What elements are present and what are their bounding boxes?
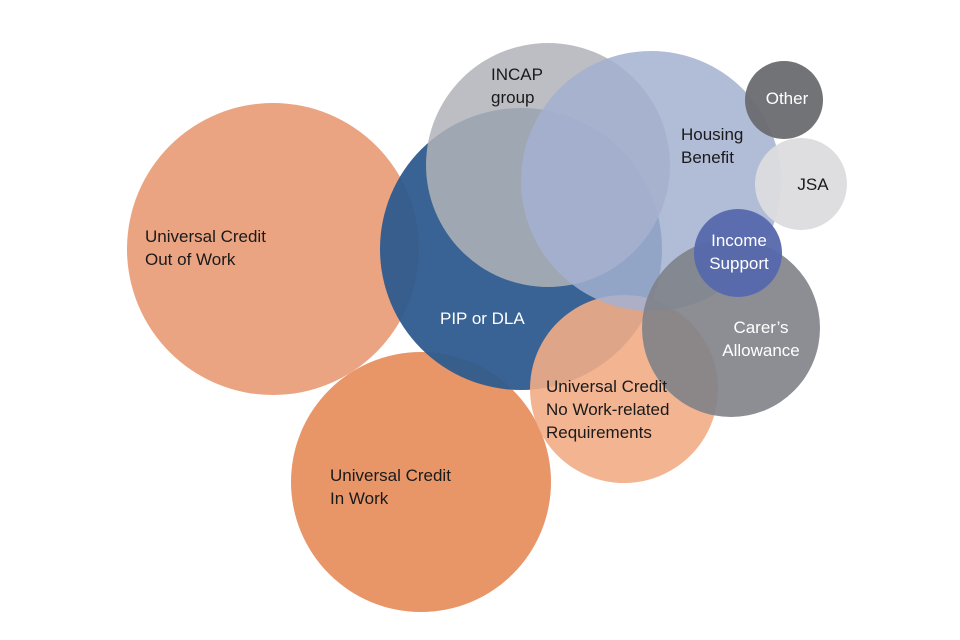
uc-in-work-label-line: In Work: [330, 489, 389, 508]
other-label-line: Other: [766, 89, 809, 108]
uc-out-of-work-label-line: Universal Credit: [145, 227, 266, 246]
carers-allowance-bubble: [642, 239, 820, 417]
uc-in-work-bubble: [291, 352, 551, 612]
income-support-bubble: [694, 209, 782, 297]
housing-benefit-label-line: Benefit: [681, 148, 734, 167]
uc-no-work-related-label-line: Universal Credit: [546, 377, 667, 396]
uc-out-of-work-bubble: [127, 103, 419, 395]
uc-no-work-related-label-line: No Work-related: [546, 400, 669, 419]
other-label: Other: [766, 89, 809, 108]
carers-allowance-label-line: Carer’s: [733, 318, 788, 337]
uc-no-work-related-label-line: Requirements: [546, 423, 652, 442]
pip-or-dla-label: PIP or DLA: [440, 309, 525, 328]
incap-group-label: INCAP group: [491, 65, 543, 107]
income-support-label-line: Support: [709, 254, 769, 273]
jsa-bubble: [755, 138, 847, 230]
uc-in-work-label: Universal Credit In Work: [330, 466, 451, 508]
carers-allowance-label-line: Allowance: [722, 341, 800, 360]
jsa-label-line: JSA: [797, 175, 829, 194]
other-bubble: [745, 61, 823, 139]
housing-benefit-label-line: Housing: [681, 125, 743, 144]
income-support-label-line: Income: [711, 231, 767, 250]
jsa-label: JSA: [797, 175, 829, 194]
uc-out-of-work-label-line: Out of Work: [145, 250, 236, 269]
incap-group-label-line: group: [491, 88, 534, 107]
pip-or-dla-label-line: PIP or DLA: [440, 309, 525, 328]
incap-group-label-line: INCAP: [491, 65, 543, 84]
uc-in-work-label-line: Universal Credit: [330, 466, 451, 485]
